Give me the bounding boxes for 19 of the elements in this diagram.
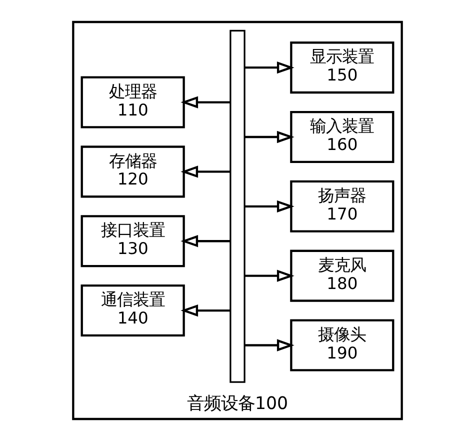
node-box: 摄像头 190 <box>290 318 394 371</box>
node-box: 接口装置 130 <box>80 214 184 267</box>
arrow <box>244 60 294 74</box>
arrow <box>180 304 230 316</box>
arrow <box>244 200 294 212</box>
node-box: 麦克风 180 <box>290 249 394 302</box>
arrow <box>180 96 230 108</box>
node-box: 显示装置 150 <box>290 41 394 94</box>
node-bar <box>229 29 245 382</box>
arrow <box>180 234 230 247</box>
arrow <box>244 269 294 282</box>
node-box: 扬声器 170 <box>290 180 394 232</box>
node-box: 通信装置 140 <box>80 284 184 336</box>
arrow <box>244 130 294 143</box>
node-box: 输入装置 160 <box>290 110 394 163</box>
node-box: 处理器 110 <box>80 76 184 128</box>
arrow <box>244 338 294 351</box>
node-box: 存储器 120 <box>80 145 184 198</box>
arrow <box>180 165 230 178</box>
